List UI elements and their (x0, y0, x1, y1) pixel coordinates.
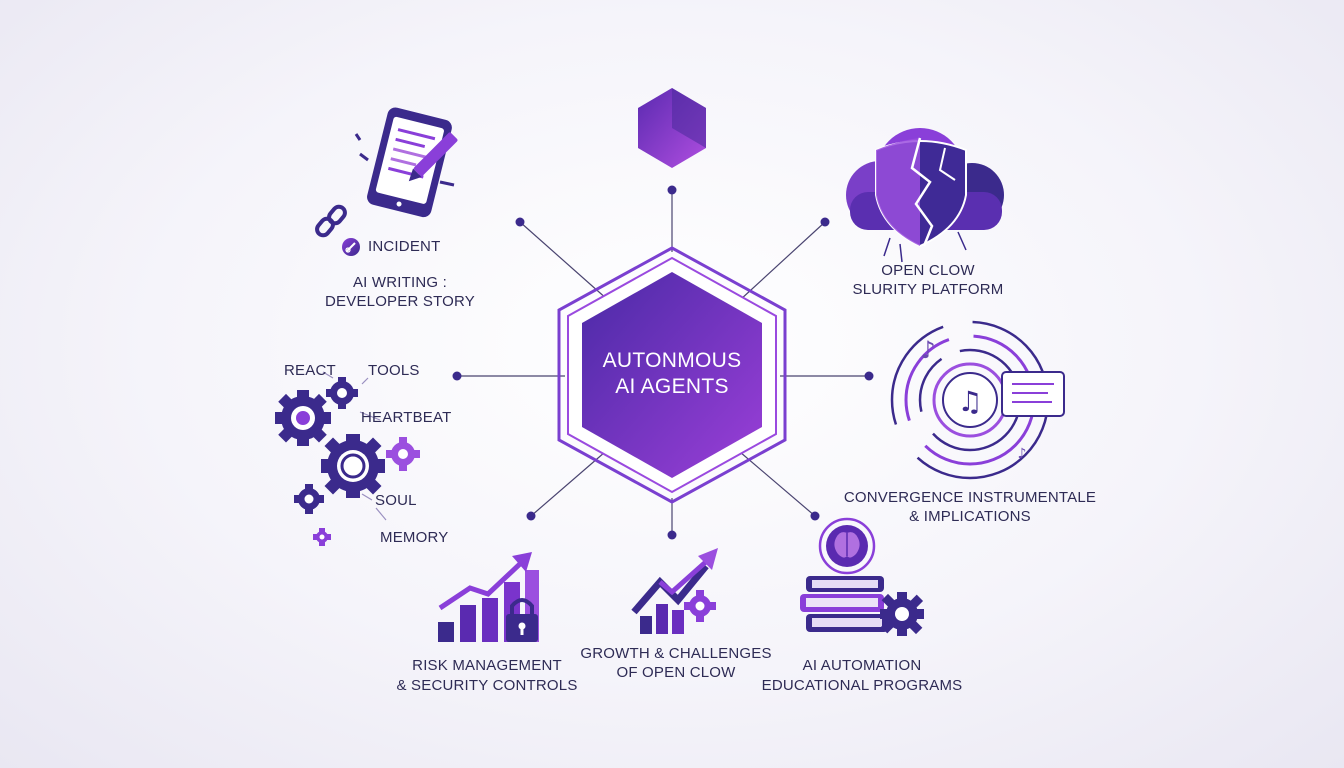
writing-tablet-icon (354, 107, 458, 218)
gear-medium-icon (326, 377, 358, 409)
connector-bottom-right (739, 451, 816, 517)
hub-label-line2: AI AGENTS (615, 375, 729, 398)
connectors (457, 190, 869, 535)
hub-label: AUTONMOUS AI AGENTS (603, 348, 742, 400)
tools-label: TOOLS (368, 362, 420, 379)
gear-small-icon (294, 484, 324, 514)
gear-center-icon (321, 434, 385, 498)
growth-label-line1: GROWTH & CHALLENGES (580, 645, 772, 662)
ai-writing-label-line1: AI WRITING : (352, 274, 448, 291)
connector-dot (452, 371, 462, 381)
svg-text:♪: ♪ (1018, 446, 1027, 462)
heartbeat-label: HEARTBEAT (361, 409, 452, 426)
connector-top-left (519, 221, 609, 301)
gears-icon (275, 371, 420, 546)
ai-writing-label-line2: DEVELOPER STORY (325, 293, 475, 310)
convergence-label-line2: & IMPLICATIONS (909, 508, 1031, 525)
gear-tiny-icon (313, 528, 331, 546)
ai-automation-label-line1: AI AUTOMATION (802, 657, 922, 674)
hub-fill (582, 272, 762, 478)
connector-dot (820, 217, 830, 227)
connector-dot (864, 371, 874, 381)
growth-chart-gear-icon (631, 548, 718, 634)
open-clow-label-line2: SLURITY PLATFORM (852, 281, 1004, 298)
connector-dot (526, 511, 536, 521)
hub-outer-ring (557, 246, 787, 504)
connector-dot (515, 217, 525, 227)
soul-label: SOUL (375, 492, 417, 509)
convergence-label-line1: CONVERGENCE INSTRUMENTALE (843, 489, 1097, 506)
connector-top-right (739, 221, 826, 301)
hub-label-line1: AUTONMOUS (602, 349, 742, 372)
connector-dots (452, 185, 874, 540)
music-circle-icon: ♫ ♪ ♪ (890, 320, 1065, 480)
chain-link-icon (315, 204, 347, 238)
bar-chart-lock-icon (438, 552, 539, 642)
hub-hexagon[interactable] (557, 246, 787, 504)
incident-label: INCIDENT (368, 238, 441, 255)
growth-label-line2: OF OPEN CLOW (616, 664, 736, 681)
ai-automation-label-line2: EDUCATIONAL PROGRAMS (761, 677, 963, 694)
shield-cloud-icon (846, 128, 1004, 263)
react-label: REACT (284, 362, 336, 379)
svg-text:♪: ♪ (920, 336, 935, 364)
memory-label: MEMORY (380, 529, 449, 546)
incident-badge-icon (342, 238, 360, 256)
open-clow-label-line1: OPEN CLOW (881, 262, 975, 279)
svg-text:♫: ♫ (957, 385, 982, 418)
connector-dot (810, 511, 820, 521)
books-brain-gear-icon (800, 517, 924, 636)
risk-management-label-line1: RISK MANAGEMENT (412, 657, 562, 674)
risk-management-label-line2: & SECURITY CONTROLS (396, 677, 578, 694)
gear-large-icon (275, 390, 331, 446)
connector-bottom-left (530, 451, 606, 517)
connector-dot (667, 530, 677, 540)
gear-purple-icon (386, 437, 420, 471)
cube-icon (638, 88, 706, 168)
connector-dot (667, 185, 677, 195)
